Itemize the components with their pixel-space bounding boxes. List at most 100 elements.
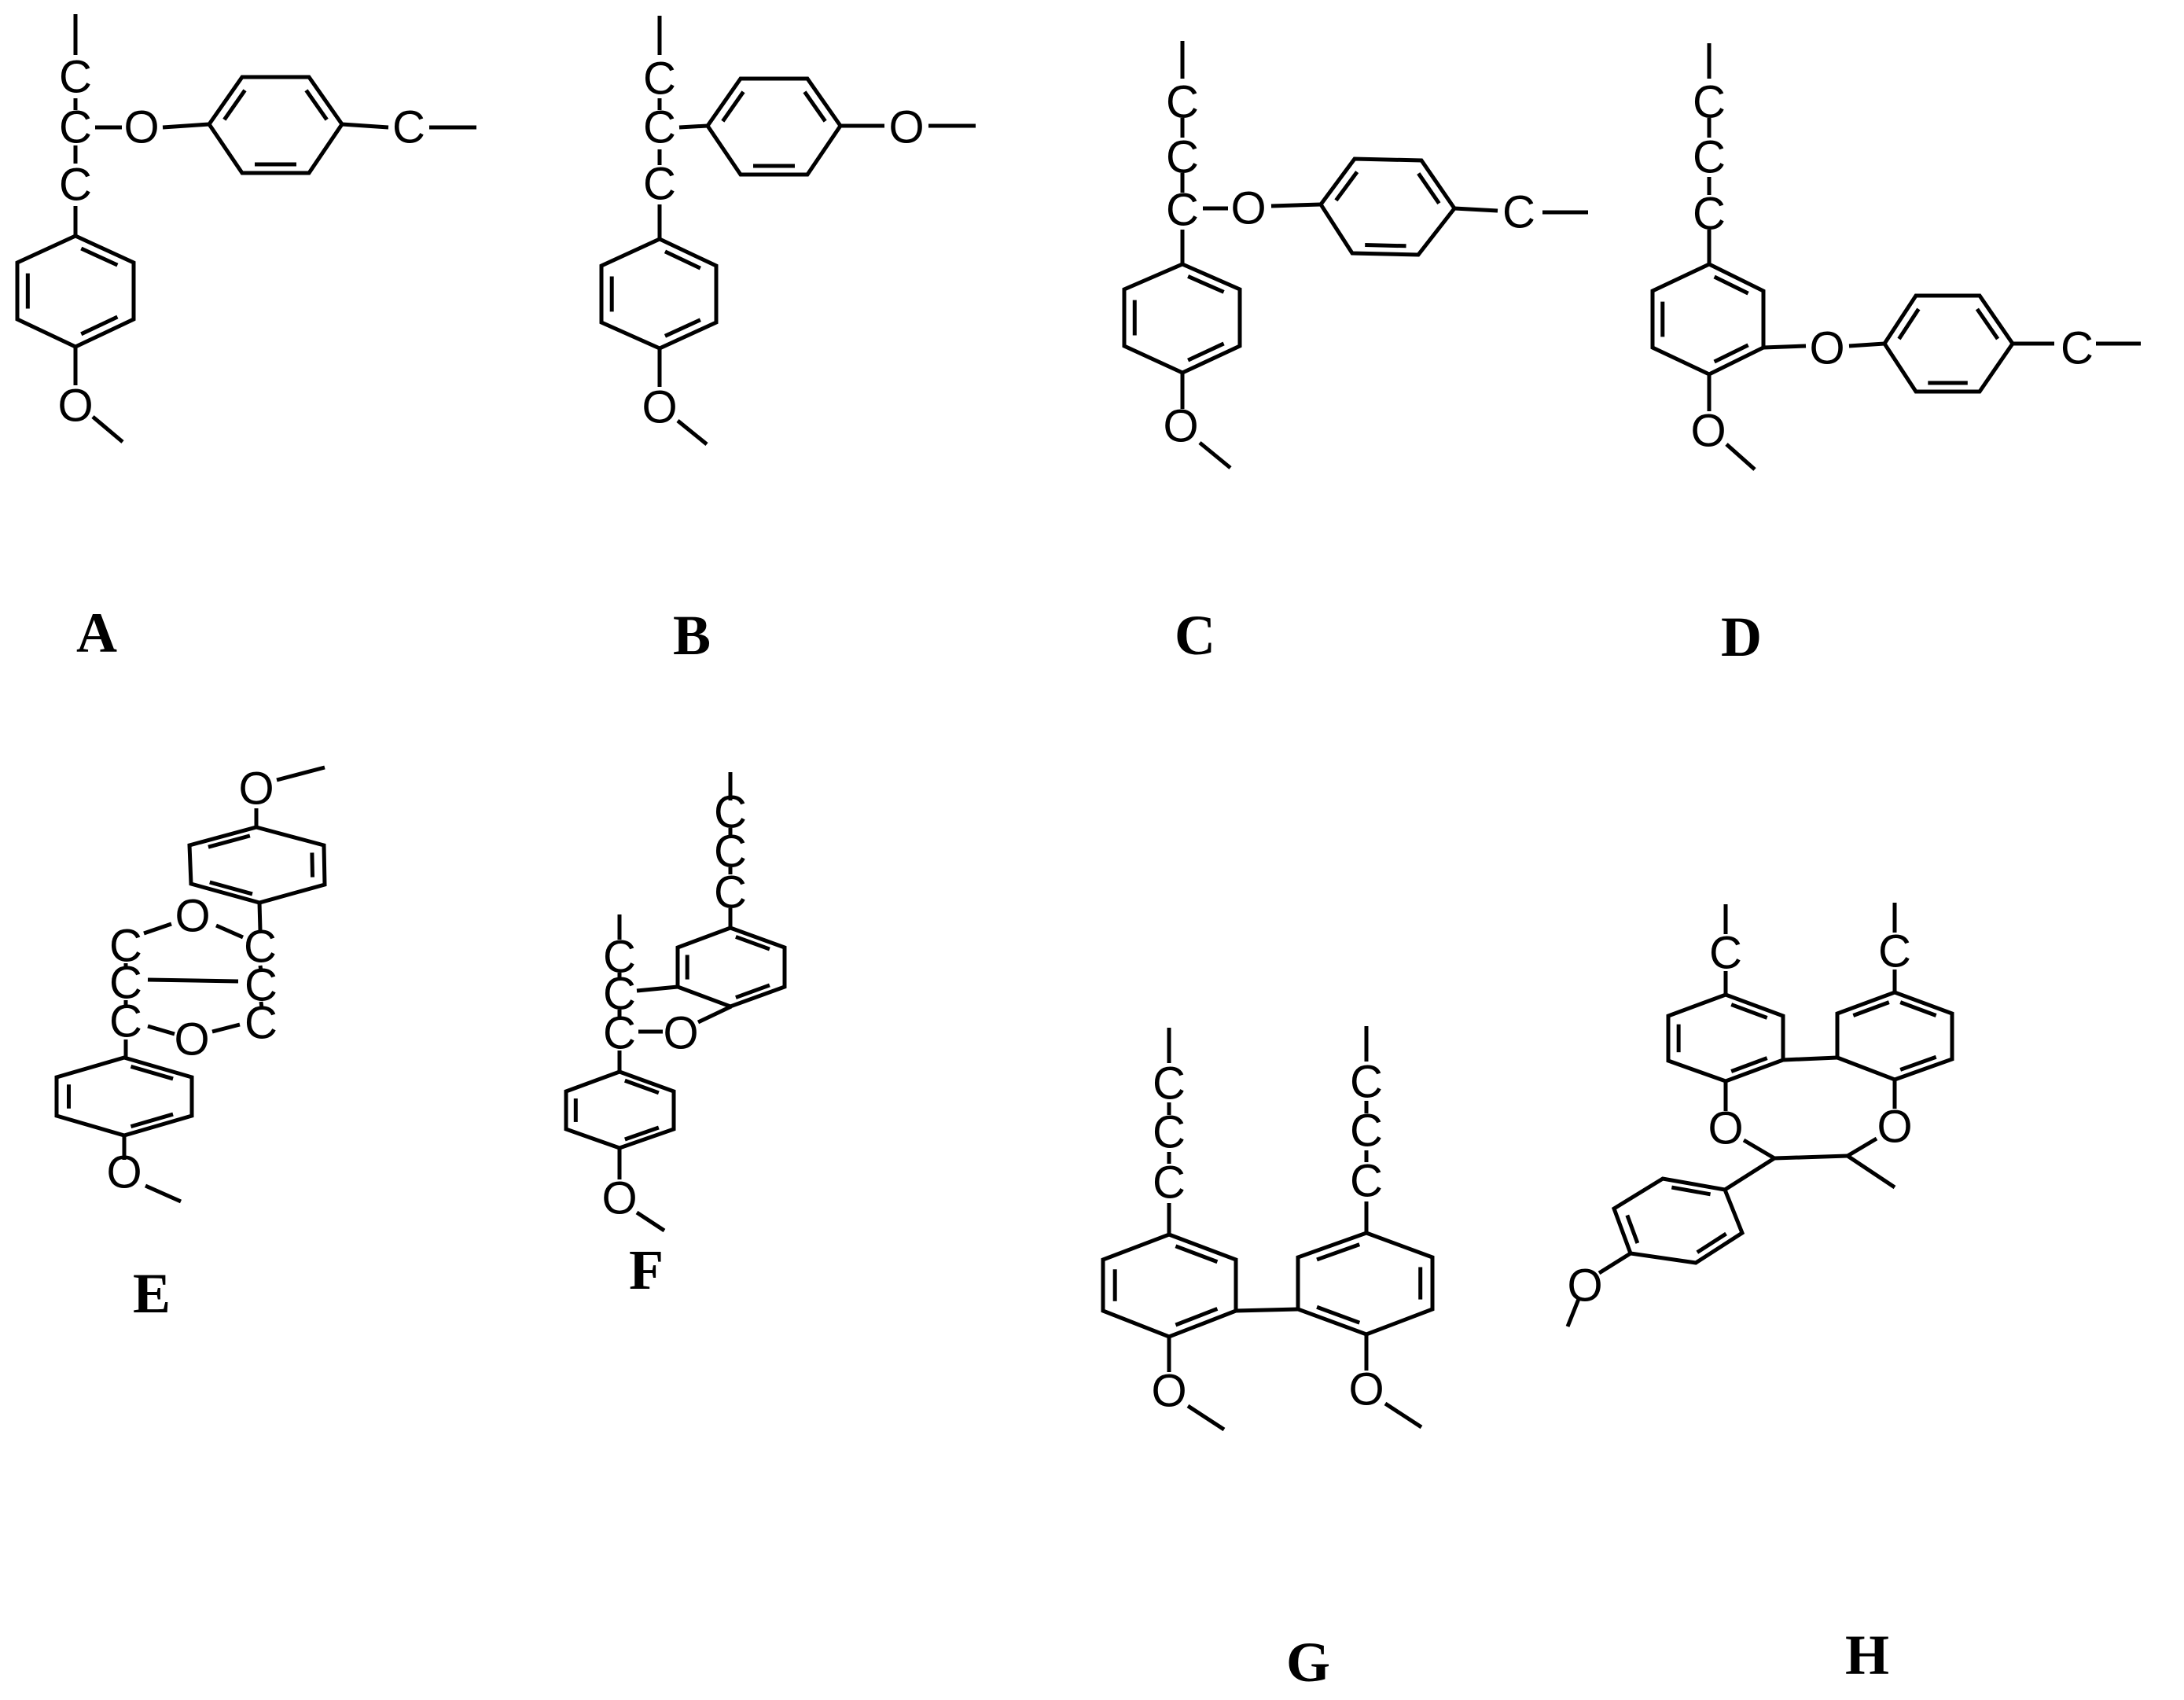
- oxygen-atom: O: [1567, 1260, 1602, 1312]
- bond-line: [147, 1024, 175, 1036]
- bond-line: [1723, 1156, 1776, 1192]
- oxygen-atom: O: [174, 1014, 209, 1065]
- structure-label-F: F: [629, 1238, 664, 1301]
- carbon-atom: C: [1502, 187, 1535, 238]
- carbon-atom: C: [2061, 323, 2094, 374]
- double-bond-line: [664, 318, 701, 338]
- double-bond-line: [803, 90, 827, 123]
- carbon-atom: C: [1693, 132, 1726, 183]
- carbon-atom: C: [245, 998, 278, 1049]
- double-bond-line: [1696, 1231, 1727, 1254]
- double-bond-line: [222, 89, 247, 121]
- benzene-ring: [187, 825, 327, 905]
- carbon-atom: C: [244, 922, 277, 973]
- bond-line: [143, 922, 172, 936]
- carbon-atom: C: [59, 102, 92, 153]
- carbon-atom: C: [1153, 1107, 1186, 1158]
- oxygen-atom: O: [106, 1147, 142, 1198]
- bond-line: [678, 123, 708, 130]
- double-bond-line: [1365, 243, 1406, 248]
- carbon-atom: C: [1166, 77, 1199, 128]
- double-bond-line: [1175, 1244, 1219, 1264]
- bond-line: [1186, 1404, 1226, 1432]
- bond-line: [147, 977, 239, 984]
- oxygen-atom: O: [642, 382, 677, 433]
- bond-line: [1454, 206, 1498, 213]
- benzene-ring: [1882, 293, 2016, 394]
- double-bond-line: [80, 315, 119, 337]
- double-bond-line: [209, 880, 253, 896]
- bond-line: [211, 1022, 241, 1034]
- benzene-ring: [1101, 1232, 1238, 1339]
- double-bond-line: [1417, 172, 1441, 205]
- double-bond-line: [664, 249, 701, 270]
- benzene-ring: [704, 76, 844, 177]
- double-bond-line: [1975, 307, 2000, 340]
- benzene-ring: [599, 237, 719, 351]
- carbon-atom: C: [1153, 1058, 1186, 1109]
- carbon-atom: C: [1153, 1157, 1186, 1209]
- bond-line: [636, 984, 678, 993]
- benzene-ring: [1835, 990, 1954, 1082]
- oxygen-atom: O: [1708, 1103, 1743, 1154]
- benzene-ring: [1611, 1176, 1745, 1265]
- double-bond-line: [1713, 274, 1749, 296]
- carbon-atom: C: [1709, 928, 1742, 979]
- carbon-atom: C: [109, 921, 142, 972]
- double-bond-line: [1316, 1304, 1361, 1325]
- carbon-atom: C: [59, 160, 92, 211]
- structure-label-B: B: [673, 604, 711, 667]
- carbon-atom: C: [643, 102, 676, 153]
- carbon-atom: C: [1350, 1057, 1383, 1108]
- bond-line: [697, 1004, 733, 1025]
- oxygen-atom: O: [1348, 1364, 1384, 1415]
- bond-line: [258, 965, 263, 972]
- bond-line: [1763, 344, 1807, 350]
- bond-line: [215, 923, 245, 940]
- double-bond-line: [1334, 171, 1359, 202]
- benzene-ring: [1296, 1231, 1435, 1337]
- bond-line: [144, 1183, 182, 1204]
- structure-label-G: G: [1286, 1631, 1330, 1694]
- bond-line: [1598, 1251, 1632, 1275]
- double-bond-line: [721, 90, 745, 123]
- carbon-atom: C: [1693, 77, 1726, 128]
- oxygen-atom: O: [1163, 401, 1198, 452]
- bond-line: [1774, 1154, 1848, 1161]
- carbon-atom: C: [643, 159, 676, 210]
- double-bond-line: [1713, 343, 1749, 364]
- benzene-ring: [206, 75, 345, 175]
- carbon-atom: C: [1878, 926, 1911, 977]
- bond-line: [1198, 441, 1232, 469]
- structure-label-D: D: [1721, 605, 1762, 668]
- double-bond-line: [310, 852, 315, 878]
- double-bond-line: [1899, 1000, 1937, 1017]
- oxygen-atom: O: [175, 891, 210, 942]
- double-bond-line: [80, 246, 119, 267]
- bond-line: [1742, 1138, 1776, 1161]
- double-bond-line: [1852, 1000, 1890, 1017]
- oxygen-atom: O: [1809, 323, 1844, 374]
- carbon-atom: C: [109, 958, 142, 1009]
- bond-line: [1848, 341, 1885, 348]
- bond-line: [91, 415, 124, 443]
- bond-line: [676, 419, 708, 446]
- benzene-ring: [1122, 262, 1242, 375]
- oxygen-atom: O: [57, 381, 93, 432]
- bond-line: [1270, 202, 1322, 208]
- benzene-ring: [1666, 992, 1785, 1084]
- bond-line: [1235, 1307, 1299, 1313]
- oxygen-atom: O: [663, 1008, 698, 1059]
- carbon-atom: C: [1166, 132, 1199, 183]
- oxygen-atom: O: [601, 1173, 637, 1224]
- oxygen-atom: O: [1151, 1366, 1186, 1417]
- bond-line: [1565, 1298, 1581, 1327]
- benzene-ring: [1650, 262, 1766, 377]
- structure-label-A: A: [76, 602, 117, 664]
